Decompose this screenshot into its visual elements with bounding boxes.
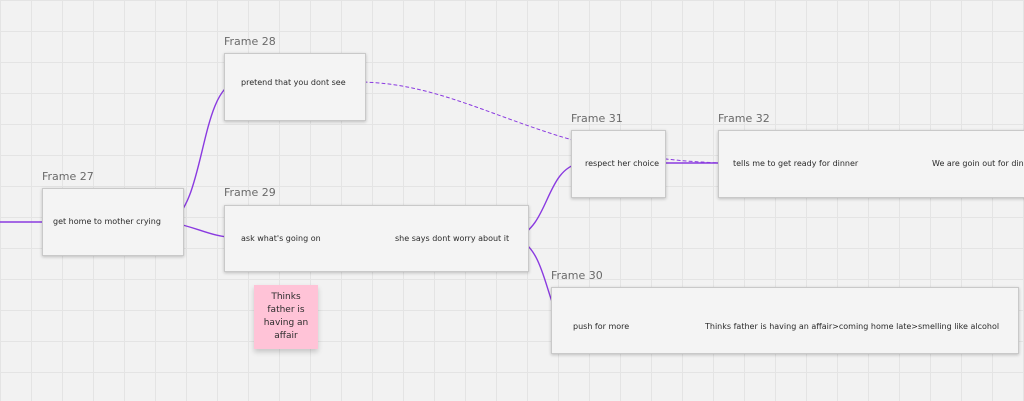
frame-31[interactable]: respect her choice [571,130,666,198]
node-thinks-affair[interactable]: Thinks father is having an affair>coming… [705,322,1000,331]
frame-32-title: Frame 32 [718,112,770,125]
frame-31-title: Frame 31 [571,112,623,125]
frame-28-title: Frame 28 [224,35,276,48]
frame-30[interactable]: push for more Thinks father is having an… [551,287,1019,354]
node-tells-me[interactable]: tells me to get ready for dinner [733,159,859,168]
frame-30-title: Frame 30 [551,269,603,282]
sticky-note[interactable]: Thinks father is having an affair [254,285,318,349]
frame-32[interactable]: tells me to get ready for dinner We are … [718,130,1024,198]
node-ask[interactable]: ask what's going on [241,234,321,243]
node-push[interactable]: push for more [573,322,630,331]
frame-28[interactable]: pretend that you dont see [224,53,366,121]
frame-29-title: Frame 29 [224,186,276,199]
frame-29[interactable]: ask what's going on she says dont worry … [224,205,529,272]
node-respect[interactable]: respect her choice [585,159,660,168]
node-pretend[interactable]: pretend that you dont see [241,78,346,87]
sticky-note-text: Thinks father is having an affair [263,292,309,341]
node-she-says[interactable]: she says dont worry about it [395,234,510,243]
frame-27[interactable]: get home to mother crying [42,188,184,256]
frame-27-title: Frame 27 [42,170,94,183]
node-going-out[interactable]: We are goin out for dinner [932,159,1024,168]
connector-pretend-to-tells-dashed[interactable] [351,81,729,164]
node-get-home[interactable]: get home to mother crying [53,217,161,226]
